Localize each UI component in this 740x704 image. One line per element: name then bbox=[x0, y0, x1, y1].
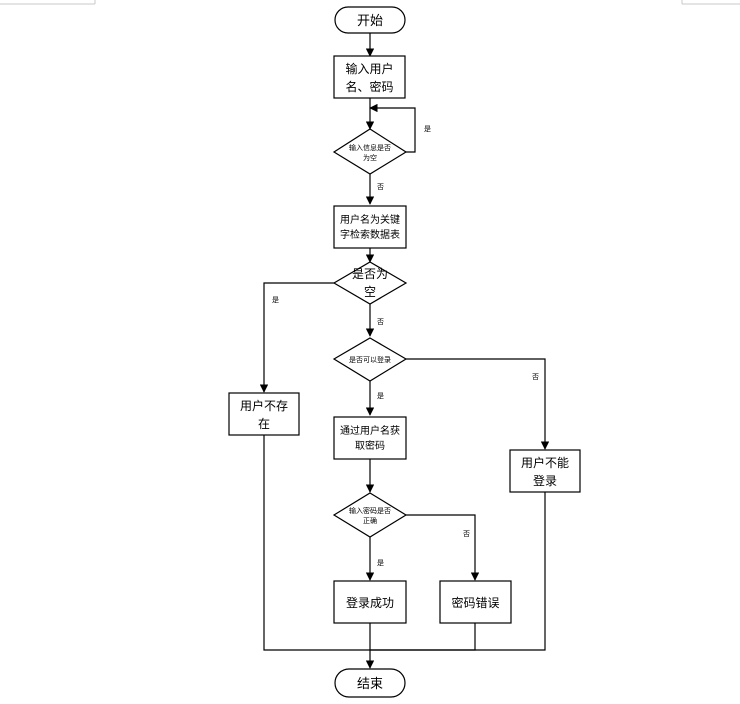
input-label-line1: 输入用户 bbox=[345, 61, 393, 76]
input-node: 输入用户 名、密码 bbox=[333, 55, 406, 99]
is-empty-label-line1: 是否为 bbox=[352, 267, 388, 281]
edge-labels: 是 否 是 否 是 否 是 否 bbox=[272, 125, 539, 567]
check-empty-no-label: 否 bbox=[377, 183, 384, 191]
check-empty-label-line2: 为空 bbox=[363, 153, 377, 162]
start-node: 开始 bbox=[334, 6, 406, 34]
check-empty-label-line1: 输入信息是否 bbox=[349, 143, 391, 152]
is-empty-yes-label: 是 bbox=[272, 296, 279, 304]
edge-pwcorrect-error bbox=[406, 514, 480, 581]
pw-correct-label-line2: 正确 bbox=[363, 516, 377, 525]
check-empty-yes-label: 是 bbox=[424, 125, 431, 133]
edge-error-merge bbox=[370, 623, 476, 651]
edge-notexist-merge bbox=[263, 435, 370, 651]
can-login-yes-label: 是 bbox=[377, 392, 384, 400]
user-not-exist-label-line1: 用户不存 bbox=[240, 398, 288, 413]
cannot-login-label-line1: 用户不能 bbox=[521, 455, 569, 470]
search-label-line1: 用户名为关键 bbox=[340, 213, 400, 226]
pw-correct-yes-label: 是 bbox=[377, 559, 384, 567]
is-empty-decision: 是否为 空 bbox=[332, 261, 408, 305]
cannot-login-node: 用户不能 登录 bbox=[509, 449, 581, 493]
can-login-label: 是否可以登录 bbox=[349, 355, 391, 364]
pw-correct-label-line1: 输入密码是否 bbox=[349, 506, 391, 515]
get-password-node: 通过用户名获 取密码 bbox=[333, 416, 407, 460]
is-empty-label-line2: 空 bbox=[364, 285, 376, 299]
edge-canlogin-cannot bbox=[406, 358, 550, 450]
user-not-exist-node: 用户不存 在 bbox=[228, 392, 300, 436]
login-success-label: 登录成功 bbox=[346, 595, 394, 610]
can-login-no-label: 否 bbox=[532, 373, 539, 381]
input-label-line2: 名、密码 bbox=[345, 79, 393, 94]
end-label: 结束 bbox=[357, 677, 383, 692]
pw-correct-no-label: 否 bbox=[463, 530, 470, 538]
search-label-line2: 字检索数据表 bbox=[340, 228, 400, 241]
cannot-login-label-line2: 登录 bbox=[533, 473, 557, 488]
login-success-node: 登录成功 bbox=[333, 580, 407, 624]
page-crop-marks bbox=[0, 0, 740, 5]
is-empty-no-label: 否 bbox=[377, 318, 384, 326]
search-node: 用户名为关键 字检索数据表 bbox=[333, 205, 407, 249]
get-password-label-line1: 通过用户名获 bbox=[340, 424, 400, 437]
get-password-label-line2: 取密码 bbox=[355, 439, 385, 452]
pw-error-node: 密码错误 bbox=[439, 580, 512, 624]
can-login-decision: 是否可以登录 bbox=[332, 337, 408, 382]
end-node: 结束 bbox=[334, 668, 406, 698]
pw-correct-decision: 输入密码是否 正确 bbox=[332, 492, 408, 538]
user-not-exist-label-line2: 在 bbox=[258, 417, 270, 431]
pw-error-label: 密码错误 bbox=[451, 595, 499, 610]
connectors bbox=[259, 33, 550, 669]
start-label: 开始 bbox=[357, 14, 383, 29]
edge-isempty-notexist bbox=[259, 282, 334, 393]
check-empty-decision: 输入信息是否 为空 bbox=[332, 128, 408, 175]
edge-check-loop bbox=[369, 103, 416, 153]
